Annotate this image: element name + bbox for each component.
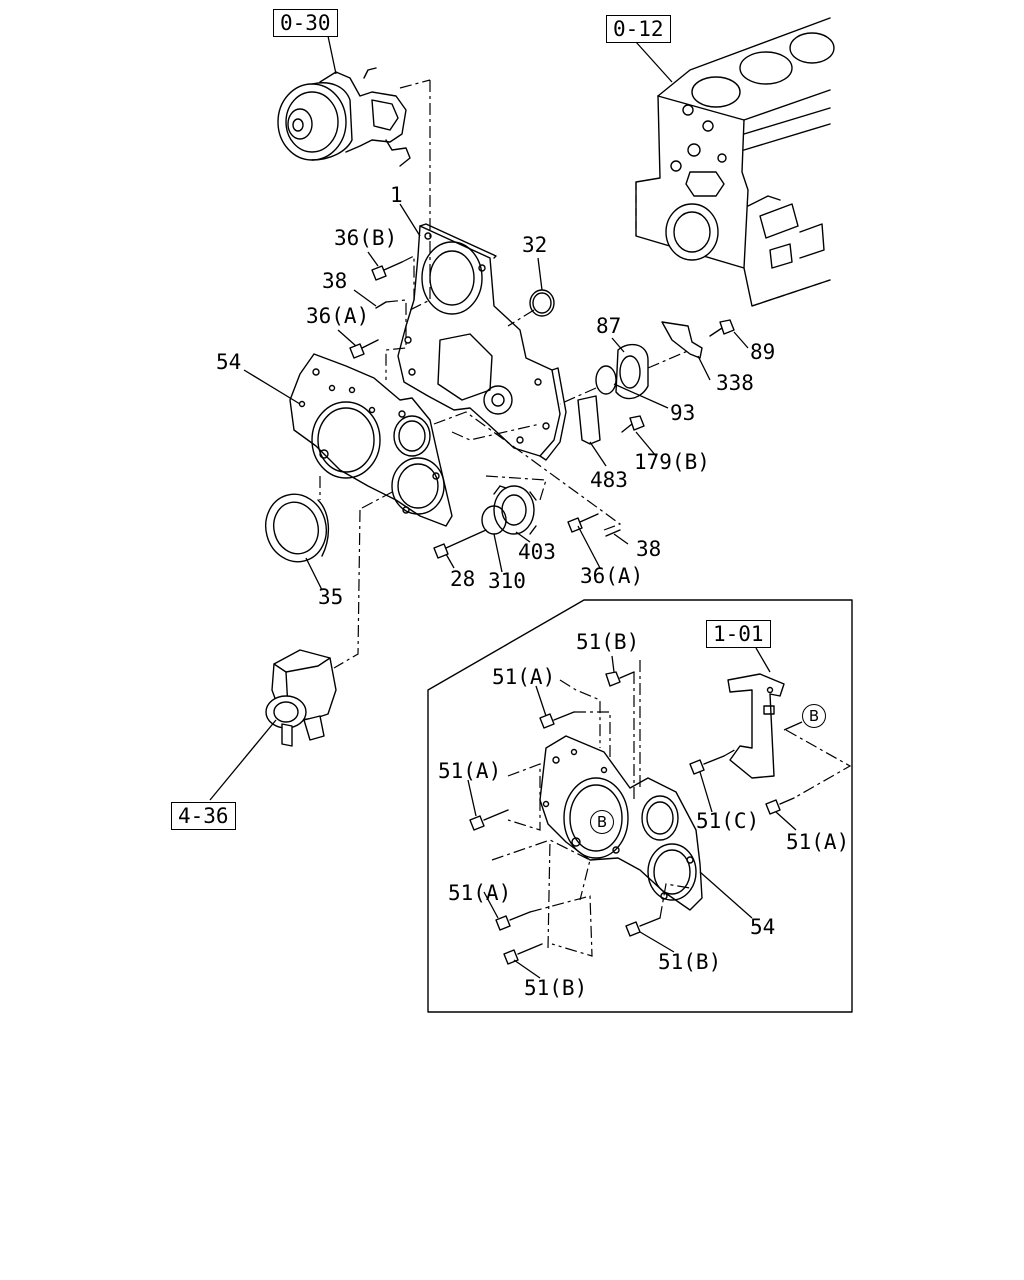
callout-b-plate: B [590,810,614,834]
bolt-36b [371,261,403,281]
part-label-36b: 36(B) [334,226,398,250]
part-label-403: 403 [518,540,556,564]
ref-box-0-30: 0-30 [273,9,338,38]
inset-label-51a-2: 51(A) [438,759,502,783]
part-label-93: 93 [670,401,696,425]
leader-lines-upper [209,35,749,801]
pin-38-bottom [605,529,621,537]
timing-gear-case-illustration [397,223,567,461]
part-label-54: 54 [216,350,242,374]
inset-plate-illustration [539,735,703,911]
idler-gear-403 [493,485,537,535]
ref-box-1-01: 1-01 [706,620,771,649]
part-label-338: 338 [716,371,754,395]
inset-label-54: 54 [750,915,776,939]
front-plate-illustration [289,353,453,527]
bracket-338 [661,321,703,359]
part-label-35: 35 [318,585,344,609]
part-label-89: 89 [750,340,776,364]
inset-label-51a-4: 51(A) [448,881,512,905]
part-label-1: 1 [390,183,403,207]
ref-box-0-12: 0-12 [606,15,671,44]
pin-38-top [375,301,387,309]
part-label-36a-top: 36(A) [306,304,370,328]
bolt-89 [709,319,735,337]
part-label-38-bottom: 38 [636,537,662,561]
inset-label-51c: 51(C) [696,809,760,833]
bolt-36a-top [349,339,379,359]
inset-label-51a-1: 51(A) [492,665,556,689]
bracket-483 [577,395,601,445]
cylinder-block-illustration [635,17,835,307]
inset-bracket-illustration [727,673,785,779]
part-label-32: 32 [522,233,548,257]
part-label-179b: 179(B) [634,450,710,474]
inset-label-51b-right: 51(B) [658,950,722,974]
water-pump-illustration [277,67,411,167]
ref-box-4-36: 4-36 [171,802,236,831]
inset-bolts [469,671,795,965]
inset-dashed-relations [491,660,852,957]
oil-seal-illustration [265,493,329,563]
part-label-483: 483 [590,468,628,492]
part-label-36a-bottom: 36(A) [580,564,644,588]
part-label-38-top: 38 [322,269,348,293]
inset-frame [427,599,853,1013]
o-ring-93 [595,365,617,395]
inset-label-51b-bottom: 51(B) [524,976,588,1000]
housing-87-illustration [615,343,649,400]
part-label-310: 310 [488,569,526,593]
bolt-28 [433,529,487,559]
bolt-36a-bottom [567,513,599,533]
oil-pump-illustration [265,649,337,747]
bolt-179b [621,415,645,433]
callout-b-bracket: B [802,704,826,728]
part-label-28: 28 [450,567,476,591]
inset-label-51a-3: 51(A) [786,830,850,854]
inset-leader-lines [467,647,803,979]
inset-label-51b-top: 51(B) [576,630,640,654]
part-label-87: 87 [596,314,622,338]
dashed-relations-upper [319,79,691,669]
